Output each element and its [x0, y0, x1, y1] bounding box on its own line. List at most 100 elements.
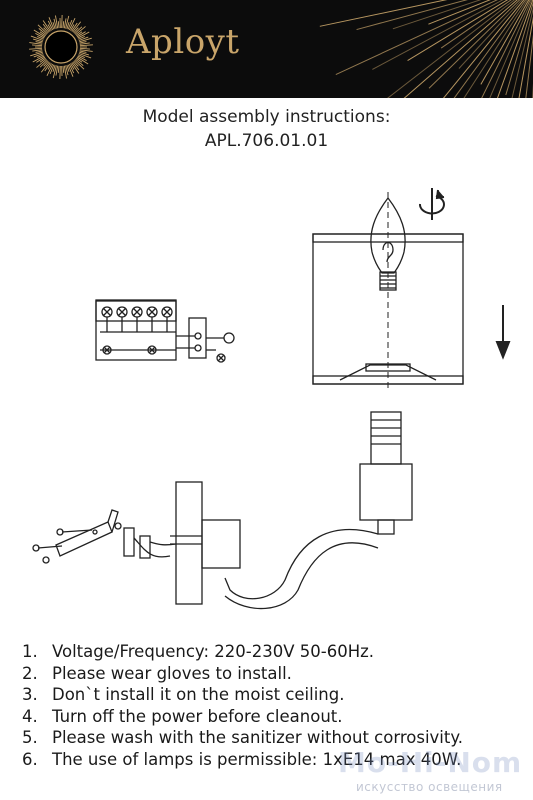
sun-ray	[72, 61, 80, 71]
gold-ray	[356, 0, 468, 31]
rotate-arrow-icon	[418, 188, 445, 220]
sun-ray	[78, 54, 85, 58]
sun-ray	[79, 51, 90, 56]
sun-ray	[39, 31, 46, 37]
sun-ray	[62, 21, 65, 29]
sun-ray	[76, 31, 86, 38]
sun-ray	[71, 62, 80, 74]
sunburst-logo	[29, 15, 93, 79]
sun-ray	[33, 53, 44, 58]
sun-ray	[76, 56, 89, 65]
header-graphics	[29, 0, 533, 98]
sun-ray	[48, 17, 55, 30]
gold-ray	[453, 0, 527, 98]
lamp-shade	[312, 192, 464, 390]
sun-ray	[36, 56, 46, 63]
sun-ray	[37, 54, 44, 58]
instructions-list: 1.Voltage/Frequency: 220-230V 50-60Hz. 2…	[0, 641, 533, 771]
sun-ray	[37, 36, 44, 40]
gold-ray	[407, 0, 509, 61]
sun-ray	[57, 65, 60, 73]
sun-ray	[66, 22, 70, 30]
sun-ray	[47, 24, 52, 31]
candle-bulb	[370, 196, 406, 291]
sun-ray	[53, 18, 57, 29]
sun-ray	[36, 58, 47, 68]
gold-ray	[372, 0, 504, 70]
sun-ray	[55, 65, 59, 76]
list-item: 6.The use of lamps is permissible: 1xE14…	[22, 749, 462, 769]
sun-ray	[39, 57, 46, 63]
down-arrow-icon	[495, 305, 511, 360]
sun-ray	[66, 64, 70, 72]
sun-ray	[46, 63, 54, 76]
assembly-drawing	[32, 188, 511, 610]
sun-ray	[32, 38, 43, 43]
sun-ray	[43, 60, 49, 67]
gold-ray	[481, 0, 531, 98]
gold-ray	[428, 0, 521, 89]
gold-ray	[387, 0, 516, 98]
sun-ray	[52, 64, 56, 72]
sun-ray	[65, 15, 70, 29]
gold-ray	[335, 0, 498, 75]
sun-ray	[49, 64, 55, 75]
sun-ray	[65, 65, 69, 76]
sun-ray	[29, 42, 43, 45]
sun-ray	[78, 36, 85, 40]
sun-ray	[75, 58, 84, 66]
sun-ray	[44, 62, 51, 72]
watermark-tagline: искусство освещения	[356, 780, 503, 794]
list-item: 2.Please wear gloves to install.	[22, 663, 292, 683]
gold-ray	[319, 0, 448, 27]
wiring-diagram	[95, 299, 235, 363]
gold-ray	[442, 0, 525, 98]
title-line-1: Model assembly instructions:	[142, 107, 391, 127]
gold-ray	[496, 0, 533, 98]
gold-ray	[525, 34, 533, 98]
sun-ray	[30, 35, 44, 41]
gold-ray	[463, 0, 528, 98]
sun-ray	[47, 63, 52, 70]
sun-ray	[32, 44, 43, 47]
sun-ray	[67, 19, 73, 30]
sun-ray	[67, 64, 74, 77]
sun-ray	[73, 27, 79, 34]
sun-ray	[52, 65, 57, 79]
sun-ray	[35, 50, 43, 53]
gold-ray	[505, 1, 533, 96]
list-item: 3.Don`t install it on the moist ceiling.	[22, 685, 345, 705]
sun-ray	[79, 44, 93, 47]
sun-ray	[32, 49, 43, 52]
sun-ray	[74, 26, 83, 35]
sun-ray	[39, 59, 48, 68]
sun-ray	[79, 37, 92, 43]
sun-ray	[33, 29, 46, 38]
sun-ray	[35, 32, 45, 39]
bulb-socket	[359, 411, 413, 535]
sun-ray	[47, 20, 54, 31]
sun-ray	[63, 65, 67, 79]
sun-ray	[43, 27, 49, 34]
sun-ray	[32, 55, 45, 63]
sun-ray	[74, 59, 85, 70]
sun-ray	[76, 31, 83, 37]
gold-ray	[511, 7, 533, 98]
sun-ray	[76, 57, 83, 63]
sun-ray	[70, 24, 75, 31]
sun-ray	[79, 49, 93, 52]
gold-ray	[403, 0, 518, 98]
sun-ray	[75, 26, 86, 36]
sun-ray	[30, 51, 43, 57]
sun-ray	[55, 15, 59, 29]
wall-plate	[170, 481, 241, 605]
gold-ray	[480, 0, 530, 85]
sun-ray	[40, 61, 50, 73]
gold-ray	[440, 0, 512, 49]
sun-ray	[78, 53, 92, 59]
wall-mount-bracket	[32, 509, 177, 564]
list-item: 1.Voltage/Frequency: 220-230V 50-60Hz.	[22, 642, 375, 661]
sun-ray	[37, 24, 48, 35]
gold-ray	[518, 16, 533, 98]
sun-ray	[38, 28, 47, 36]
